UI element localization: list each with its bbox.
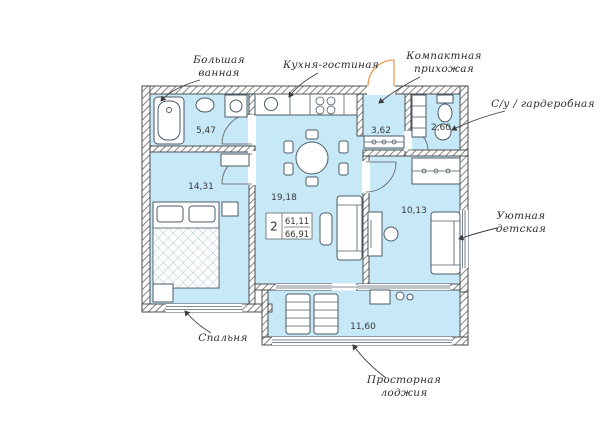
bedroom-shelf-icon: [220, 153, 250, 167]
area-label-kitchen: 19,18: [271, 193, 297, 203]
window-living-2: [358, 284, 450, 290]
wc-door-opening: [404, 131, 412, 151]
wall-loggia-left: [261, 289, 269, 338]
area-label-loggia: 11,60: [350, 322, 376, 332]
kids-door-arc: [365, 161, 397, 193]
lounger-icons: [285, 293, 339, 335]
living-area-value: 61,11: [285, 217, 309, 227]
callout-bathroom-line1: Большая: [192, 54, 245, 66]
wall-bedroom-kitchen: [248, 183, 256, 305]
leader-loggia: [352, 344, 387, 379]
bedroom-door-opening: [248, 151, 256, 185]
coffee-table-icon: [319, 212, 333, 246]
leader-bathroom: [160, 79, 201, 102]
callout-kids-line1: Уютная: [497, 210, 546, 222]
dining-table-icon: [283, 129, 349, 187]
wall-bath-kitchen: [248, 93, 256, 117]
area-label-kids: 10,13: [401, 206, 427, 216]
area-labels: 5,47 14,31 19,18 3,62 2,60 10,13 11,60: [188, 123, 451, 332]
sofa-icon: [319, 195, 363, 261]
desk-chair-icon: [383, 226, 399, 242]
area-label-wc: 2,60: [431, 123, 451, 133]
kids-bed-icon: [430, 211, 461, 275]
callout-loggia-line2: лоджия: [380, 387, 427, 399]
callout-kids-line2: детская: [496, 223, 546, 235]
callouts: Большая ванная Кухня-гостиная Компактная…: [160, 50, 595, 399]
callout-wc: С/у / гардеробная: [491, 98, 595, 110]
area-label-hallway: 3,62: [371, 126, 391, 136]
kitchen-sink-icon: [264, 97, 278, 111]
loggia-cabinet-icon: [369, 289, 414, 305]
leader-wc: [451, 110, 506, 131]
doors: [221, 59, 429, 193]
wc-basin-icon: [434, 123, 452, 141]
wall-hall-wc: [404, 93, 412, 133]
rooms-count: 2: [270, 220, 278, 234]
window-kids: [460, 210, 468, 268]
area-label-bathroom: 5,47: [196, 126, 216, 136]
leader-kids: [458, 227, 498, 241]
callout-bedroom: Спальня: [198, 332, 247, 344]
stove-icon: [315, 96, 336, 115]
nightstand-icon: [221, 201, 239, 217]
summary-badge: 2 61,11 66,91: [265, 212, 313, 240]
wall-kitchen-hall: [356, 93, 364, 137]
bathtub-icon: [153, 96, 185, 145]
dresser-icon: [152, 283, 174, 303]
leader-bedroom: [184, 310, 212, 334]
kitchen-counter-icon: [254, 93, 358, 116]
area-label-bedroom: 14,31: [188, 182, 214, 192]
wall-top: [141, 85, 469, 95]
window-living-1: [276, 284, 332, 290]
desk-icon: [367, 211, 399, 257]
toilet-icon: [436, 94, 454, 123]
bathroom-door-opening: [248, 115, 256, 145]
total-area-value: 66,91: [285, 230, 309, 240]
entrance-door-arc: [367, 59, 395, 87]
callout-kitchen: Кухня-гостиная: [282, 59, 379, 71]
wall-hall-bottom: [362, 149, 406, 157]
kids-door-opening: [362, 161, 370, 193]
kids-wardrobe-icon: [411, 157, 461, 185]
washing-machine-icon: [224, 94, 248, 118]
window-loggia: [272, 337, 452, 345]
bed-icon: [152, 153, 250, 303]
leader-kitchen: [288, 72, 319, 98]
callout-loggia-line1: Просторная: [366, 374, 441, 386]
callout-hallway-line1: Компактная: [405, 50, 482, 62]
wall-bath-bedroom: [149, 145, 256, 153]
window-bedroom: [166, 304, 242, 312]
callout-hallway-line2: прихожая: [414, 63, 474, 75]
furniture: [152, 93, 461, 335]
wall-wc-kids: [404, 149, 469, 157]
bath-sink-icon: [195, 97, 215, 113]
hall-closet-icon: [363, 135, 405, 149]
callout-bathroom-line2: ванная: [198, 67, 239, 79]
wc-shelf-icon: [411, 94, 427, 138]
entrance-door-opening: [367, 85, 395, 95]
leader-hallway: [378, 76, 421, 104]
wall-left: [141, 85, 151, 313]
